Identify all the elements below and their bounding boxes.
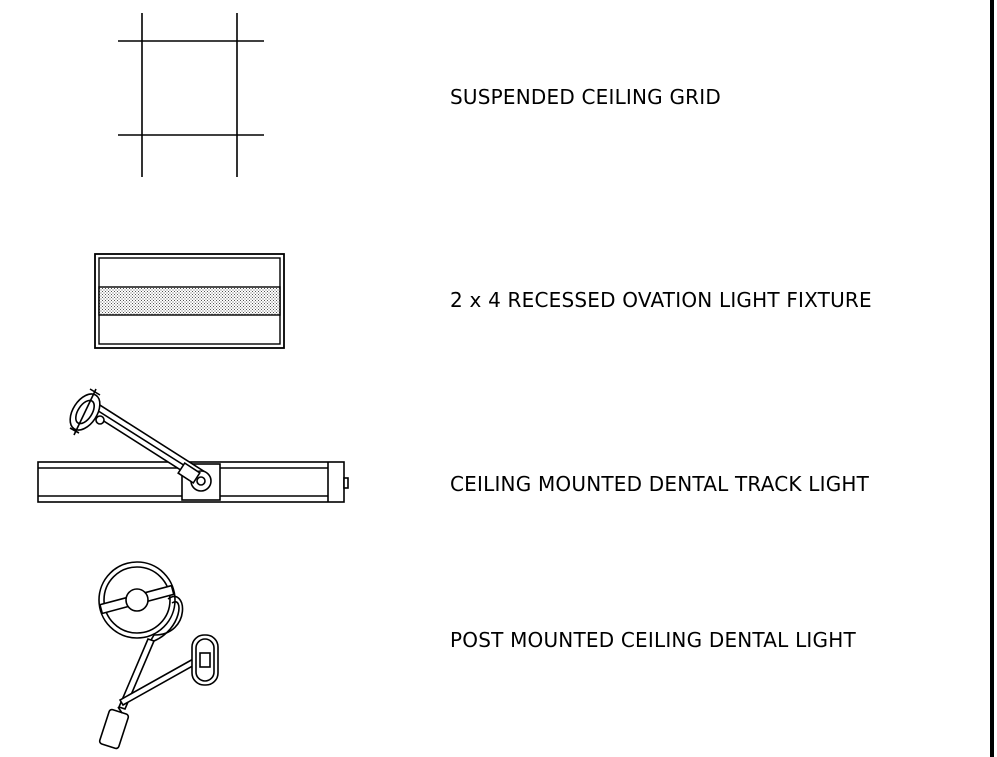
- recessed-fixture-symbol: [93, 252, 288, 352]
- legend-label-track-light: CEILING MOUNTED DENTAL TRACK LIGHT: [450, 472, 870, 496]
- ceiling-grid-symbol: [112, 10, 272, 185]
- recessed-light-icon: [94, 253, 285, 349]
- post-light-symbol: [92, 555, 242, 755]
- post-dental-light-icon: [98, 561, 219, 750]
- legend-label-post-light: POST MOUNTED CEILING DENTAL LIGHT: [450, 628, 856, 652]
- sheet-border-line: [990, 0, 994, 757]
- dental-track-light-icon: [37, 388, 349, 503]
- ceiling-grid-icon: [118, 13, 264, 177]
- lens-strip: [98, 286, 281, 316]
- legend-label-recessed-fixture: 2 x 4 RECESSED OVATION LIGHT FIXTURE: [450, 288, 872, 312]
- legend-label-ceiling-grid: SUSPENDED CEILING GRID: [450, 85, 721, 109]
- track-light-symbol: [30, 385, 355, 515]
